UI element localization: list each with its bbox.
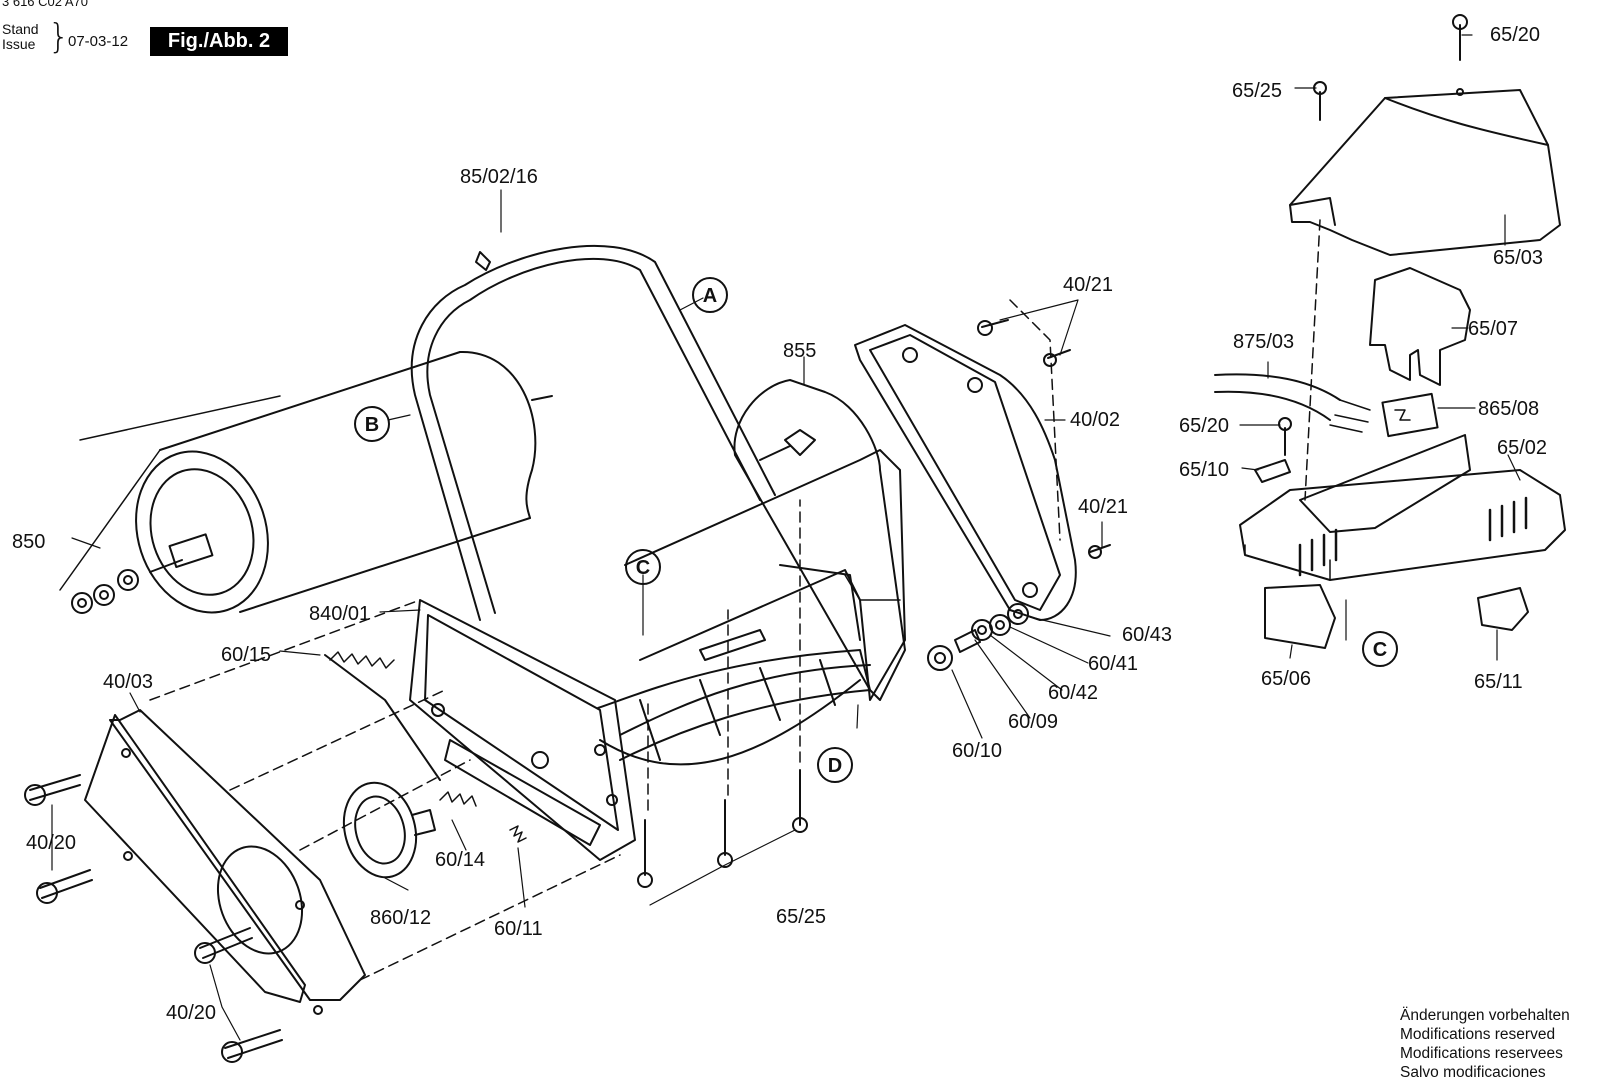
svg-text:C: C: [1373, 639, 1387, 661]
svg-text:C: C: [636, 557, 650, 579]
side-frame: [409, 599, 636, 861]
label-60-15: 60/15: [221, 644, 271, 666]
left-cover-40-03: [84, 709, 366, 1015]
label-65-07: 65/07: [1468, 318, 1518, 340]
issue-date: 07-03-12: [68, 33, 129, 50]
label-65-03: 65/03: [1493, 247, 1543, 269]
document-number: 3 616 C02 A70: [2, 0, 89, 9]
switch-865-08: [1381, 392, 1439, 438]
cutting-reel: [597, 649, 871, 766]
label-40-21-b: 40/21: [1078, 496, 1128, 518]
roller-cylinder: [59, 350, 553, 614]
notice-fr: Modifications reservees: [1400, 1045, 1563, 1062]
modifications-notice: Änderungen vorbehalten Modifications res…: [1400, 1006, 1570, 1082]
springs-and-adjuster: [324, 651, 527, 879]
callout-b: B: [354, 406, 390, 442]
label-865-08: 865/08: [1478, 398, 1539, 420]
notice-en: Modifications reserved: [1400, 1026, 1556, 1043]
insert-65-07: [1369, 267, 1471, 386]
svg-text:D: D: [828, 755, 842, 777]
label-40-20-a: 40/20: [26, 832, 76, 854]
label-65-25-b: 65/25: [1232, 80, 1282, 102]
callout-c-left: C: [625, 549, 661, 585]
notice-de: Änderungen vorbehalten: [1400, 1007, 1570, 1024]
part-labels: 85/02/16 850 840/01 60/15 40/03 40/20 40…: [12, 24, 1547, 1024]
label-60-41: 60/41: [1088, 653, 1138, 675]
label-850: 850: [12, 531, 45, 553]
base-housing-65-02: [1239, 434, 1566, 581]
cover-plate-40-02: [854, 324, 1077, 621]
callout-d: D: [817, 747, 853, 783]
leader-lines: [51, 34, 1521, 1041]
label-60-11: 60/11: [494, 918, 543, 940]
cable-875-03: [1214, 373, 1371, 433]
figure-badge: Fig./Abb. 2: [150, 27, 288, 56]
label-855: 855: [783, 340, 816, 362]
assembly-lines: [149, 219, 1321, 981]
label-65-06: 65/06: [1261, 668, 1311, 690]
label-40-21-a: 40/21: [1063, 274, 1113, 296]
label-65-20-a: 65/20: [1490, 24, 1540, 46]
screws: [24, 319, 1111, 1063]
label-60-43: 60/43: [1122, 624, 1172, 646]
brace-icon: }: [48, 17, 70, 57]
label-40-03: 40/03: [103, 671, 153, 693]
label-40-02: 40/02: [1070, 409, 1120, 431]
handle-frame: [410, 244, 776, 621]
label-65-10: 65/10: [1179, 459, 1229, 481]
svg-text:A: A: [703, 285, 717, 307]
label-65-20-b: 65/20: [1179, 415, 1229, 437]
motor-cover-65-03: [1289, 88, 1561, 256]
label-60-09: 60/09: [1008, 711, 1058, 733]
label-875-03: 875/03: [1233, 331, 1294, 353]
label-860-12: 860/12: [370, 907, 431, 929]
washer-stack: [927, 603, 1029, 671]
housing-body: [624, 449, 906, 701]
feet-65-06-65-11: [1264, 584, 1529, 649]
label-65-02: 65/02: [1497, 437, 1547, 459]
label-40-20-b: 40/20: [166, 1002, 216, 1024]
issue-label: Issue: [2, 36, 36, 52]
callout-a: A: [692, 277, 728, 313]
label-60-42: 60/42: [1048, 682, 1098, 704]
notice-es: Salvo modificaciones: [1400, 1064, 1546, 1081]
label-65-25-a: 65/25: [776, 906, 826, 928]
stand-issue-label: Stand Issue: [2, 22, 39, 52]
label-85-02-16: 85/02/16: [460, 166, 538, 188]
label-60-14: 60/14: [435, 849, 485, 871]
callout-c-right: C: [1362, 631, 1398, 667]
side-cover-855: [733, 379, 906, 701]
label-65-11: 65/11: [1474, 671, 1523, 693]
stand-label: Stand: [2, 21, 39, 37]
label-60-10: 60/10: [952, 740, 1002, 762]
label-840-01: 840/01: [309, 603, 370, 625]
svg-text:B: B: [365, 414, 379, 436]
